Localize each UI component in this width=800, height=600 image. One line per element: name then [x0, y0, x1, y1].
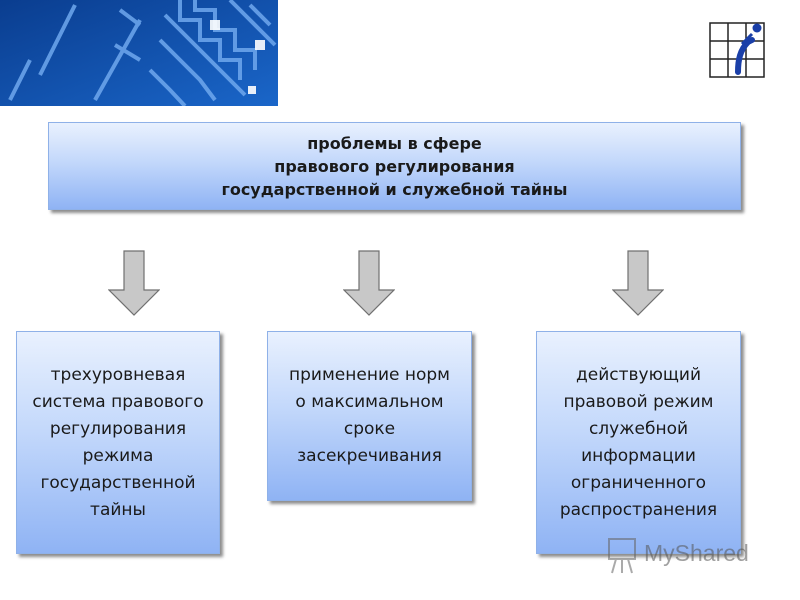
child-box-line: трехуровневая — [50, 364, 186, 385]
child-box-line: правовой режим — [563, 391, 714, 412]
child-box-line: сроке — [343, 419, 396, 439]
child-box-line: режима — [82, 445, 154, 466]
child-box-line: служебной — [588, 418, 689, 439]
child-box-line: ограниченного — [570, 472, 707, 493]
child-box-line: засекречивания — [297, 446, 442, 466]
child-box-line: распространения — [559, 499, 718, 520]
logo-icon — [709, 22, 765, 78]
child-box-line: о максимальном — [295, 392, 444, 412]
top-box-line: правового регулирования — [274, 156, 515, 176]
top-box-line: проблемы в сфере — [307, 133, 482, 153]
down-arrow-icon — [343, 250, 395, 316]
watermark: MyShared — [608, 538, 749, 574]
child-box-line: действующий — [575, 364, 701, 385]
child-box-1: трехуровневая система правового регулиро… — [16, 331, 220, 554]
down-arrow-icon — [612, 250, 664, 316]
down-arrow-icon — [108, 250, 160, 316]
child-box-2: применение норм о максимальном сроке зас… — [267, 331, 472, 501]
child-box-line: система правового — [32, 391, 204, 412]
child-box-line: государственной — [40, 472, 196, 493]
presentation-board-icon — [608, 538, 636, 574]
watermark-text: MyShared — [644, 540, 749, 566]
child-box-line: информации — [581, 445, 696, 466]
child-box-line: применение норм — [289, 365, 450, 385]
corner-maze-image — [0, 0, 278, 106]
top-box-line: государственной и служебной тайны — [221, 179, 568, 199]
child-box-line: тайны — [90, 499, 146, 520]
child-box-line: регулирования — [49, 418, 187, 439]
child-box-3: действующий правовой режим служебной инф… — [536, 331, 741, 554]
top-box: проблемы в сфере правового регулирования… — [48, 122, 741, 210]
